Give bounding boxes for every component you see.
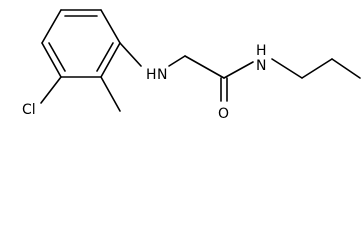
chlorine-label: Cl [22, 102, 36, 118]
methyl-bond [100, 76, 121, 112]
ring-bond-top-right [100, 9, 121, 44]
ring-bond-bottom-left [41, 42, 62, 78]
amide-n-label: N [256, 58, 266, 74]
amine-h-label: H [146, 67, 157, 83]
amide-n-to-propyl-bond [271, 58, 303, 79]
carbonyl-oxygen-label: O [218, 106, 229, 122]
ring-to-amine-bond [119, 42, 142, 67]
propyl-bond-3 [331, 58, 361, 79]
ring-bond-bottom-right-inner [96, 42, 114, 72]
ch2-to-carbonyl-bond [184, 55, 225, 79]
propyl-bond-2 [301, 58, 333, 79]
benzene-ring [41, 9, 121, 78]
structure-canvas: Cl H N O H N [22, 9, 361, 122]
ring-bond-bottom-right [100, 42, 121, 78]
chloro-bond [40, 76, 62, 104]
carbonyl-to-amide-n-bond [223, 61, 254, 79]
molecule-diagram: Cl H N O H N [22, 9, 361, 122]
amine-n-label: N [157, 67, 167, 83]
amide-h-label: H [256, 43, 267, 59]
ring-bond-top-left [41, 9, 62, 44]
amide-nh-label: H N [256, 43, 267, 74]
amine-nh-label: H N [146, 67, 167, 83]
amine-to-ch2-bond [168, 55, 186, 67]
ring-bond-bottom-left-inner [48, 42, 66, 72]
